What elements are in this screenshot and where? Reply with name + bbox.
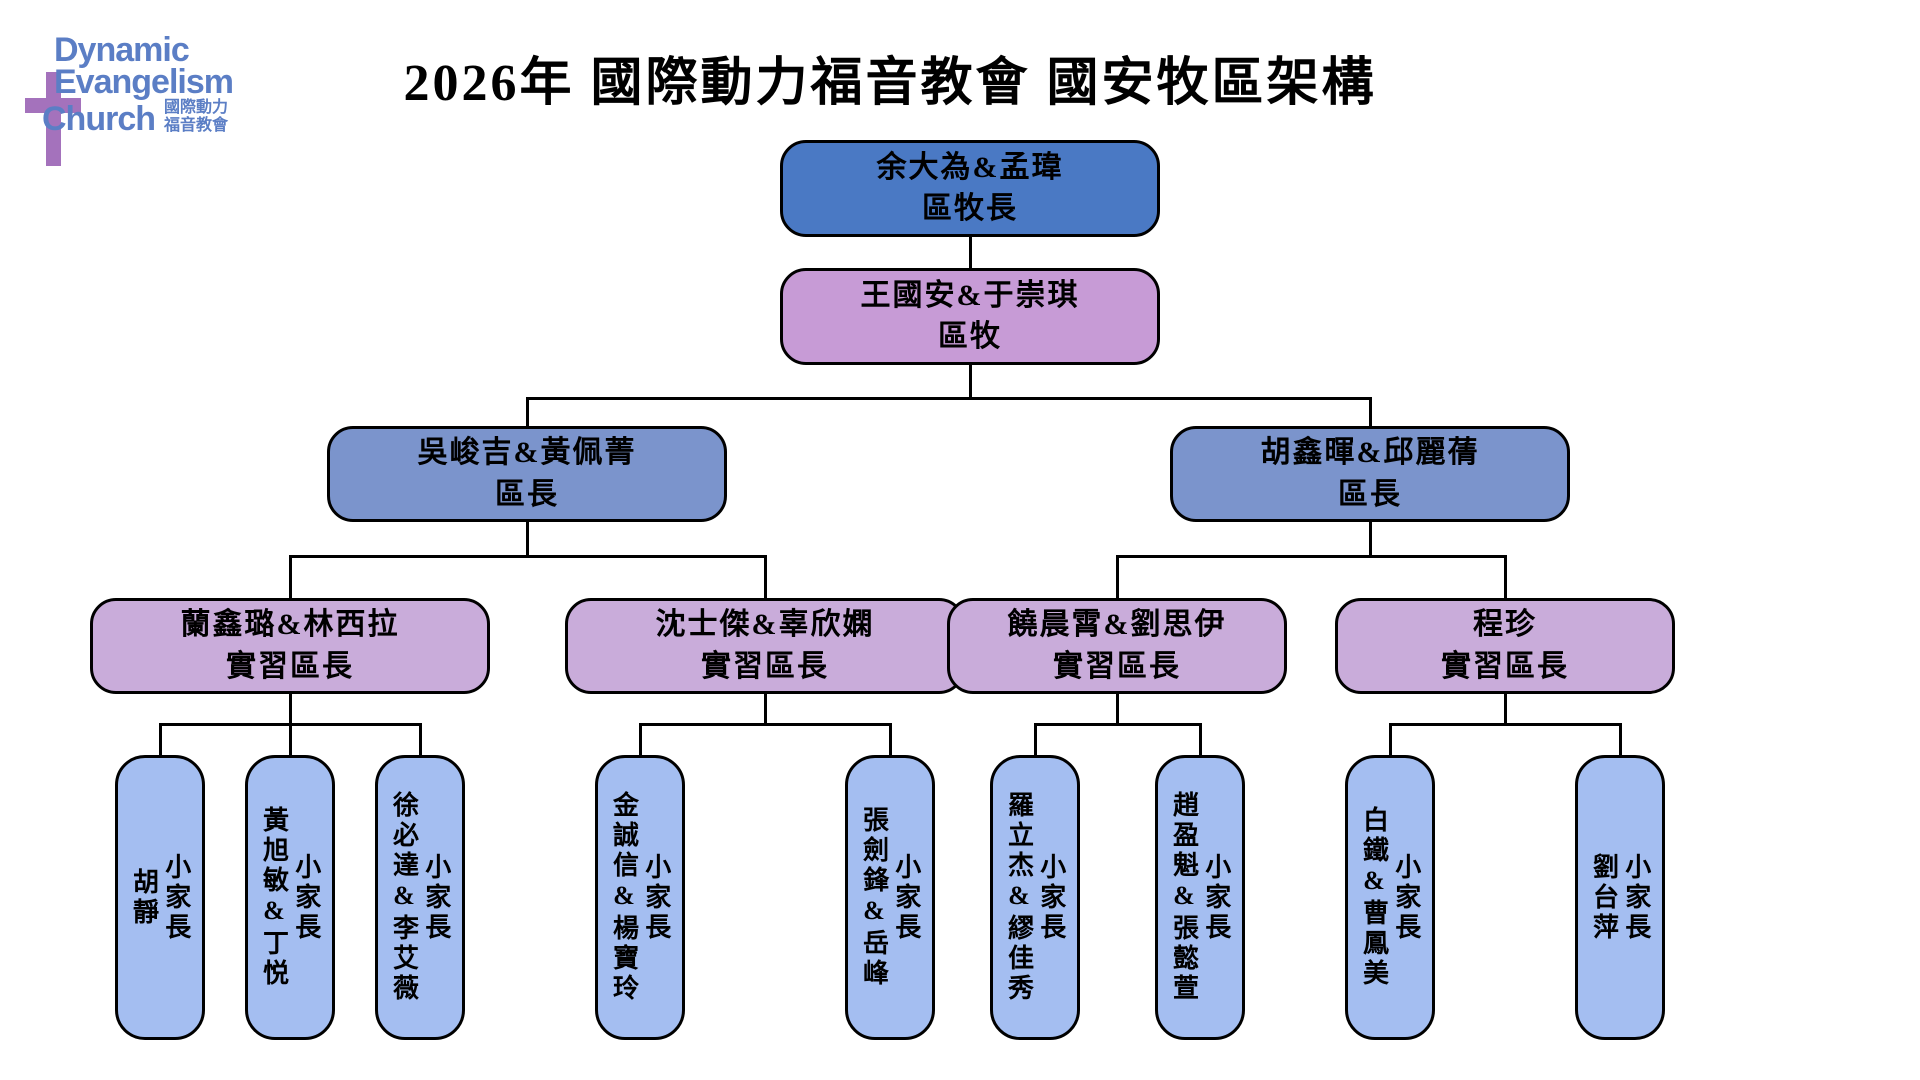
- connector-line: [1115, 554, 1507, 558]
- person-name: 余大為&孟瑋: [876, 150, 1064, 184]
- person-name: 金誠信&楊寶玲: [609, 791, 639, 1004]
- connector-line: [638, 724, 642, 755]
- person-role: 小家長: [161, 852, 191, 943]
- connector-line: [638, 722, 892, 726]
- box-small-group-leader-5: 張劍鋒&岳峰 小家長: [845, 755, 935, 1040]
- connector-line: [288, 556, 292, 598]
- person-role: 區牧長: [922, 192, 1018, 225]
- logo-cjk-line2: 福音教會: [164, 116, 229, 134]
- person-role: 區長: [495, 477, 559, 511]
- person-role: 區長: [1338, 477, 1402, 511]
- connector-line: [525, 396, 1372, 400]
- person-role: 實習區長: [701, 649, 829, 683]
- person-role: 小家長: [641, 852, 671, 943]
- box-district-pastor: 王國安&于崇琪 區牧: [780, 268, 1160, 365]
- person-role: 小家長: [1621, 852, 1651, 943]
- person-name: 程珍: [1473, 608, 1537, 641]
- logo-cjk-line1: 國際動力: [164, 98, 229, 116]
- box-intern-district-leader-1: 蘭鑫璐&林西拉 實習區長: [90, 598, 490, 694]
- box-district-leader-1: 吳峻吉&黃佩菁 區長: [327, 426, 727, 522]
- connector-line: [968, 237, 972, 268]
- connector-line: [1033, 722, 1202, 726]
- person-name: 白鐵&曹鳳美: [1359, 806, 1389, 989]
- page-title: 2026年 國際動力福音教會 國安牧區架構: [403, 55, 1377, 112]
- box-small-group-leader-2: 黃旭敏&丁悦 小家長: [245, 755, 335, 1040]
- person-role: 小家長: [1201, 852, 1231, 943]
- box-intern-district-leader-3: 饒晨霄&劉思伊 實習區長: [947, 598, 1287, 694]
- box-district-leader-2: 胡鑫暉&邱麗蒨 區長: [1170, 426, 1570, 522]
- connector-line: [1503, 556, 1507, 598]
- church-logo: Dynamic Evangelism Church 國際動力 福音教會: [25, 31, 290, 166]
- person-role: 小家長: [891, 852, 921, 943]
- person-role: 實習區長: [226, 649, 354, 683]
- logo-cjk-name: 國際動力 福音教會: [164, 99, 228, 135]
- connector-line: [1503, 694, 1507, 724]
- person-role: 小家長: [1036, 852, 1066, 943]
- connector-line: [525, 522, 529, 556]
- logo-word-evangelism: Evangelism: [54, 63, 234, 102]
- cross-icon-bar: [25, 98, 81, 113]
- person-role: 實習區長: [1053, 649, 1181, 683]
- box-district-head-pastor: 余大為&孟瑋 區牧長: [780, 140, 1160, 237]
- connector-line: [1388, 722, 1622, 726]
- person-name: 蘭鑫璐&林西拉: [180, 608, 400, 641]
- connector-line: [763, 694, 767, 724]
- box-small-group-leader-6: 羅立杰&繆佳秀 小家長: [990, 755, 1080, 1040]
- box-small-group-leader-4: 金誠信&楊寶玲 小家長: [595, 755, 685, 1040]
- person-name: 徐必達&李艾薇: [389, 791, 419, 1004]
- box-small-group-leader-1: 胡靜 小家長: [115, 755, 205, 1040]
- connector-line: [288, 554, 767, 558]
- box-small-group-leader-7: 趙盈魁&張懿萱 小家長: [1155, 755, 1245, 1040]
- connector-line: [418, 724, 422, 755]
- person-name: 王國安&于崇琪: [860, 278, 1080, 312]
- person-role: 小家長: [1391, 852, 1421, 943]
- connector-line: [968, 365, 972, 398]
- connector-line: [763, 556, 767, 598]
- logo-wordmark: Dynamic Evangelism Church 國際動力 福音教會: [42, 31, 290, 136]
- connector-line: [1033, 724, 1037, 755]
- logo-word-dynamic: Dynamic: [54, 31, 190, 69]
- person-name: 趙盈魁&張懿萱: [1169, 791, 1199, 1004]
- logo-word-church: Church: [42, 100, 156, 139]
- connector-line: [888, 724, 892, 755]
- person-name: 饒晨霄&劉思伊: [1007, 608, 1227, 641]
- box-small-group-leader-8: 白鐵&曹鳳美 小家長: [1345, 755, 1435, 1040]
- person-role: 實習區長: [1441, 649, 1569, 683]
- box-small-group-leader-3: 徐必達&李艾薇 小家長: [375, 755, 465, 1040]
- connector-line: [1198, 724, 1202, 755]
- connector-line: [288, 724, 292, 755]
- person-name: 羅立杰&繆佳秀: [1004, 791, 1034, 1004]
- connector-line: [1115, 694, 1119, 724]
- person-name: 張劍鋒&岳峰: [859, 806, 889, 989]
- person-name: 黃旭敏&丁悦: [259, 806, 289, 989]
- connector-line: [1115, 556, 1119, 598]
- box-intern-district-leader-2: 沈士傑&辜欣嫻 實習區長: [565, 598, 965, 694]
- connector-line: [158, 724, 162, 755]
- connector-line: [1618, 724, 1622, 755]
- connector-line: [1368, 398, 1372, 426]
- connector-line: [525, 398, 529, 426]
- box-intern-district-leader-4: 程珍 實習區長: [1335, 598, 1675, 694]
- connector-line: [1368, 522, 1372, 556]
- person-name: 胡靜: [129, 867, 159, 928]
- person-name: 吳峻吉&黃佩菁: [417, 436, 637, 469]
- person-name: 沈士傑&辜欣嫻: [655, 608, 875, 641]
- person-role: 小家長: [421, 852, 451, 943]
- connector-line: [1388, 724, 1392, 755]
- box-small-group-leader-9: 劉台萍 小家長: [1575, 755, 1665, 1040]
- connector-line: [288, 694, 292, 724]
- person-role: 小家長: [291, 852, 321, 943]
- person-role: 區牧: [938, 320, 1002, 353]
- person-name: 劉台萍: [1589, 852, 1619, 943]
- cross-icon: [46, 72, 61, 166]
- person-name: 胡鑫暉&邱麗蒨: [1260, 436, 1480, 469]
